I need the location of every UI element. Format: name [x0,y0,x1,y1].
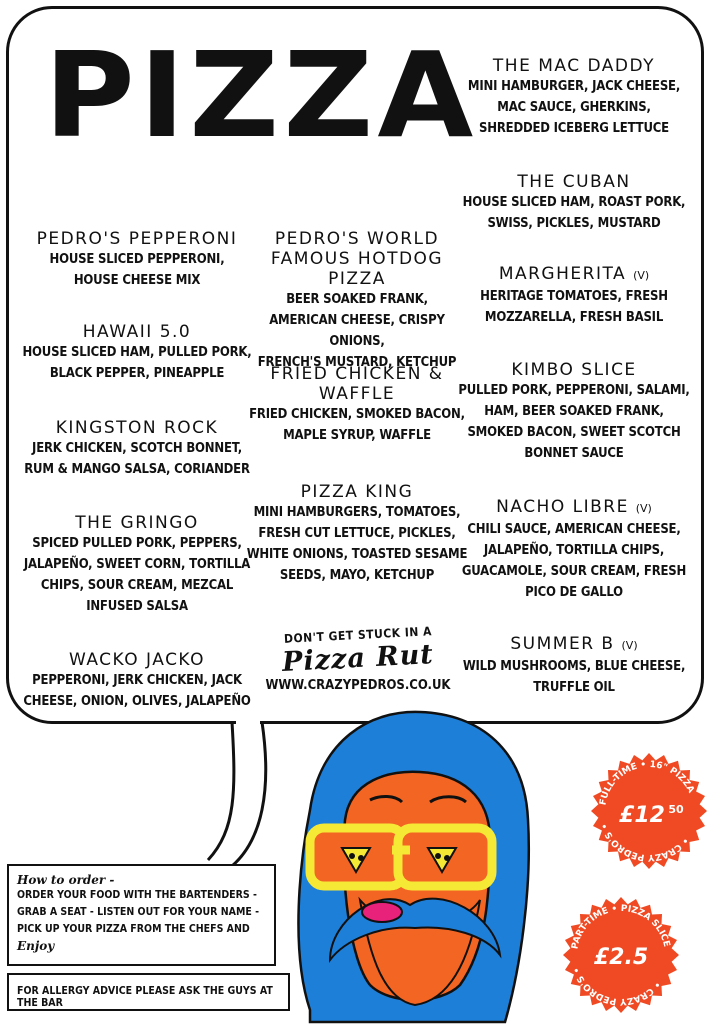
menu-item-description: French's mustard, ketchup [257,355,457,370]
menu-item: The CubanHouse sliced ham, roast pork, Sw… [444,172,704,234]
menu-item-description: ham, beer soaked frank, [484,404,664,419]
menu-item: Pizza KingMini hamburgers, tomatoes, fres… [242,482,472,586]
menu-item-name: Pizza King [300,482,414,502]
menu-item: Kimbo SlicePulled pork, pepperoni, salam… [444,360,704,464]
menu-item-description: Heritage tomatoes, fresh [480,289,668,304]
menu-item: Kingston RockJerk chicken, scotch bonnet… [22,418,252,480]
menu-item-description: white onions, toasted sesame [246,547,468,562]
menu-item-description: seeds, mayo, ketchup [279,568,435,583]
menu-item-name: Kingston Rock [55,418,219,438]
vegetarian-marker: (V) [633,269,650,282]
menu-item-description: jalapeño, sweet corn, tortilla [23,557,251,572]
menu-item-description: mozzarella, fresh basil [484,310,664,325]
how-to-text: ORDER YOUR FOOD WITH THE BARTENDERS - GR… [17,889,260,935]
pedro-face-illustration [297,710,531,1024]
menu-item-description: chips, sour cream, mezcal [40,578,234,593]
menu-item-description: Mini hamburgers, tomatoes, [253,505,461,520]
menu-item: Fried Chicken & WaffleFried chicken, smo… [242,364,472,446]
menu-item: The GringoSpiced pulled pork, peppers, ja… [22,513,252,617]
menu-item-description: Mini hamburger, Jack cheese, [467,79,681,94]
menu-item-description: guacamole, sour cream, fresh [461,564,687,579]
menu-item-description: Wild mushrooms, blue cheese, [462,659,686,674]
menu-item-name: The Gringo [75,513,199,533]
menu-item-description: House sliced ham, pulled pork, [22,345,252,360]
menu-item-description: Chili sauce, American cheese, [467,522,681,537]
menu-item-name: Hawaii 5.0 [82,322,192,342]
menu-item-description: Pepperoni, jerk chicken, Jack [32,673,242,688]
menu-item-description: American cheese, crispy onions, [269,313,445,349]
badge-price-cents: 50 [668,803,684,816]
menu-item-name: Nacho Libre (V) [496,497,652,517]
website-link[interactable]: WWW.CRAZYPEDROS.CO.UK [265,678,451,693]
menu-item-name: Wacko Jacko [68,650,206,670]
menu-item: Summer B (V) Wild mushrooms, blue cheese,… [444,634,704,698]
menu-item-description: truffle oil [533,680,615,695]
menu-item-description: Beer soaked frank, [286,292,428,307]
menu-item-description: house cheese mix [73,273,201,288]
menu-item-description: Spiced pulled pork, peppers, [32,536,242,551]
badge-price: £2.5 [594,945,648,970]
menu-item-description: Jerk chicken, scotch bonnet, [32,441,242,456]
allergy-notice: FOR ALLERGY ADVICE PLEASE ASK THE GUYS A… [7,973,290,1011]
menu-item-name: The Mac Daddy [492,56,656,76]
menu-item-description: black pepper, pineapple [49,366,225,381]
menu-item-description: infused salsa [86,599,188,614]
menu-item-description: jalapeño, tortilla chips, [483,543,665,558]
menu-item-name: Pedro's Pepperoni [36,229,238,249]
menu-item: Hawaii 5.0House sliced ham, pulled pork,… [22,322,252,384]
menu-item-name: Summer B (V) [510,634,638,654]
menu-item-name: Fried Chicken & Waffle [270,364,444,404]
menu-item-description: cheese, onion, olives, jalapeño [23,694,251,709]
menu-item-name: The Cuban [517,172,631,192]
vegetarian-marker: (V) [635,502,652,515]
badge-price: £12 [619,803,665,828]
full-time-price-badge: FULL-TIME • 16" PIZZA • CRAZY PEDRO'S • … [591,753,707,869]
page-title: PIZZA [44,26,478,164]
menu-item-name: Pedro's World Famous Hotdog Pizza [270,229,444,289]
how-to-heading: How to order - [17,873,115,887]
menu-item-description: Mac sauce, gherkins, [497,100,651,115]
menu-item: Margherita (V) Heritage tomatoes, fresh mo… [444,264,704,328]
menu-item-description: Swiss, pickles, mustard [487,216,661,231]
menu-item: Pedro's PepperoniHouse sliced pepperoni,… [22,229,252,291]
menu-item-description: House sliced ham, roast pork, [462,195,686,210]
menu-item-name: Kimbo Slice [511,360,637,380]
pizza-rut-promo: DON'T GET STUCK IN A Pizza Rut WWW.CRAZY… [258,624,458,693]
enjoy-text: Enjoy [17,939,55,953]
menu-item-description: fresh cut lettuce, pickles, [258,526,456,541]
menu-item: Wacko JackoPepperoni, jerk chicken, Jack… [17,650,257,712]
menu-item-description: maple syrup, waffle [283,428,431,443]
menu-item-description: rum & mango salsa, coriander [24,462,250,477]
menu-item-description: shredded iceberg lettuce [479,121,669,136]
menu-item-name: Margherita (V) [498,264,650,284]
part-time-price-badge: PART-TIME • PIZZA SLICE • CRAZY PEDRO'S … [563,897,679,1013]
menu-item: Pedro's World Famous Hotdog PizzaBeer so… [242,229,472,373]
menu-item: Nacho Libre (V) Chili sauce, American che… [444,497,704,603]
menu-item-description: Pulled pork, pepperoni, salami, [458,383,690,398]
menu-item-description: House sliced pepperoni, [49,252,225,267]
how-to-order: How to order - ORDER YOUR FOOD WITH THE … [7,864,276,966]
menu-item-description: Fried chicken, smoked bacon, [249,407,465,422]
menu-item-description: bonnet sauce [524,446,624,461]
speech-bubble [6,6,704,724]
menu-item: The Mac DaddyMini hamburger, Jack cheese… [444,56,704,139]
vegetarian-marker: (V) [621,639,638,652]
menu-item-description: pico de gallo [525,585,623,600]
menu-item-description: smoked bacon, sweet scotch [467,425,681,440]
